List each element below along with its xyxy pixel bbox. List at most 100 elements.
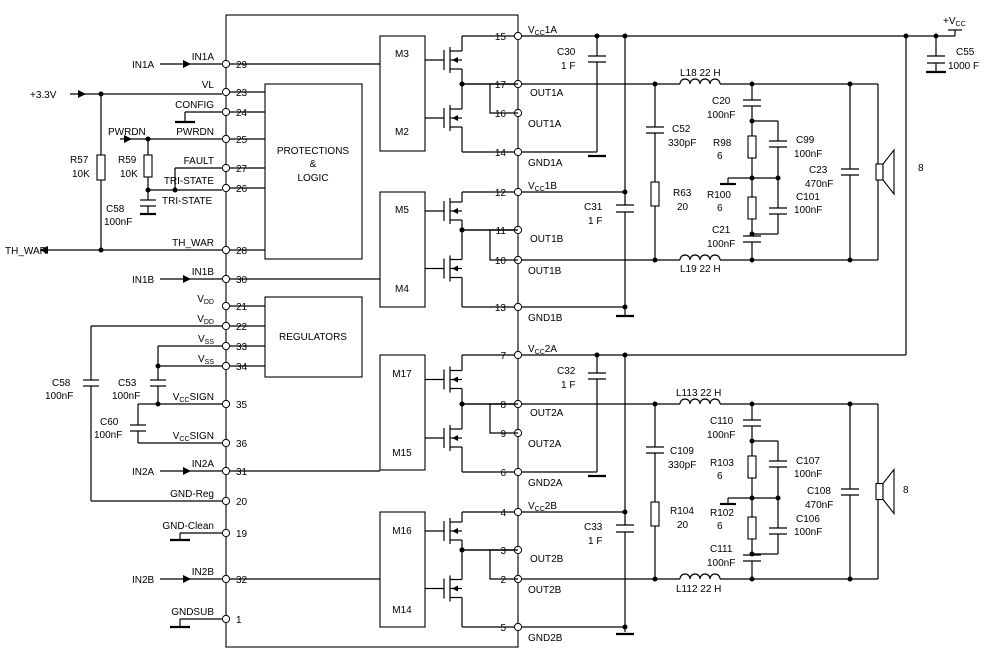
c109-value: 330pF [668,460,696,471]
c101-value: 100nF [794,205,822,216]
c106-name: C106 [796,514,820,525]
th-war-signal: TH_WAR [5,246,47,257]
mosfet-m17-label: M17 [392,369,412,380]
r57-name: R57 [70,155,89,166]
driver-blocks [379,35,426,628]
pin-label: VDD [197,294,214,306]
in1a-signal: IN1A [132,60,155,71]
mosfet-symbol [425,81,518,153]
c33-name: C33 [584,522,603,533]
c111-name: C111 [710,544,733,555]
l113-label: L113 22 H [676,388,721,399]
c110-value: 100nF [707,430,735,441]
output-filter-stage-1 [646,78,895,263]
r103-name: R103 [710,458,734,469]
speaker1-impedance: 8 [918,163,924,174]
protections-label: PROTECTIONS [277,146,350,157]
protections-pin-wires [226,91,265,251]
mosfet-m5-label: M5 [395,205,409,216]
logic-label: LOGIC [297,173,328,184]
c111-value: 100nF [707,558,735,569]
c33-value: 1 F [588,536,602,547]
pin-number: 4 [500,508,506,519]
pin-number: 29 [236,60,248,71]
pin-label: PWRDN [176,127,214,138]
left-external-wiring [40,60,222,629]
l112-label: L112 22 H [676,584,721,595]
supply-3v3-label: +3.3V [30,90,57,101]
r102-value: 6 [717,521,723,532]
c110-name: C110 [710,416,734,427]
pin-number: 8 [500,400,506,411]
c55-value: 1000 F [948,61,979,72]
left-pins: 29IN1A23VL24CONFIG25PWRDN27FAULT26TRI-ST… [162,52,247,626]
pin-label: CONFIG [175,100,214,111]
pin-label: OUT2B [528,585,562,596]
pin-label: GNDSUB [171,607,214,618]
regulators-label: REGULATORS [279,332,347,343]
pin-number: 7 [500,351,506,362]
pwrdn-signal: PWRDN [108,127,146,138]
vcc-supply-label: +VCC [943,16,966,28]
pin-number: 16 [495,109,507,120]
in2a-signal: IN2A [132,467,155,478]
in2b-signal: IN2B [132,575,155,586]
c55-name: C55 [956,47,975,58]
c21-name: C21 [712,225,731,236]
c107-name: C107 [796,456,820,467]
c32-name: C32 [557,366,576,377]
pin-number: 15 [495,32,507,43]
r63-value: 20 [677,202,689,213]
pin-36: 36 VCCSIGN [173,431,248,450]
c60-value: 100nF [94,430,122,441]
c21-value: 100nF [707,239,735,250]
pin-number: 9 [500,429,506,440]
c107-value: 100nF [794,469,822,480]
tri-state-signal: TRI-STATE [162,196,213,207]
out2b-top-label: OUT2B [530,554,564,565]
pin-number: 34 [236,362,248,373]
c58a-name: C58 [106,204,125,215]
pin-number: 35 [236,400,248,411]
pin-number: 30 [236,275,248,286]
r59-name: R59 [118,155,137,166]
pin-label: IN2B [192,567,215,578]
pin-number: 14 [495,148,507,159]
pin-number: 17 [495,80,507,91]
c109-name: C109 [670,446,694,457]
mosfet-m15-label: M15 [392,448,412,459]
output-filter-stage-2 [646,398,895,582]
pin-number: 2 [500,575,506,586]
protections-amp-label: & [310,159,317,170]
pin-number: 36 [236,439,248,450]
pin-number: 31 [236,467,248,478]
pin-number: 1 [236,615,242,626]
r59-value: 10K [120,169,138,180]
pin-label: GND1B [528,313,563,324]
pin-label: GND-Clean [162,521,214,532]
pin-label: VSS [198,334,214,346]
pin-label: OUT1B [528,266,562,277]
c58b-value: 100nF [45,391,73,402]
c106-value: 100nF [794,527,822,538]
pin-number: 3 [500,546,506,557]
mosfet-m16-label: M16 [392,526,412,537]
pin-number: 27 [236,164,248,175]
r98-value: 6 [717,151,723,162]
pin-label: OUT1A [528,119,562,130]
c30-name: C30 [557,47,576,58]
r100-value: 6 [717,203,723,214]
pin-label: TRI-STATE [164,176,215,187]
pin-label: VCCSIGN [173,431,214,443]
out1a-top-label: OUT1A [530,88,564,99]
c58a-value: 100nF [104,217,132,228]
